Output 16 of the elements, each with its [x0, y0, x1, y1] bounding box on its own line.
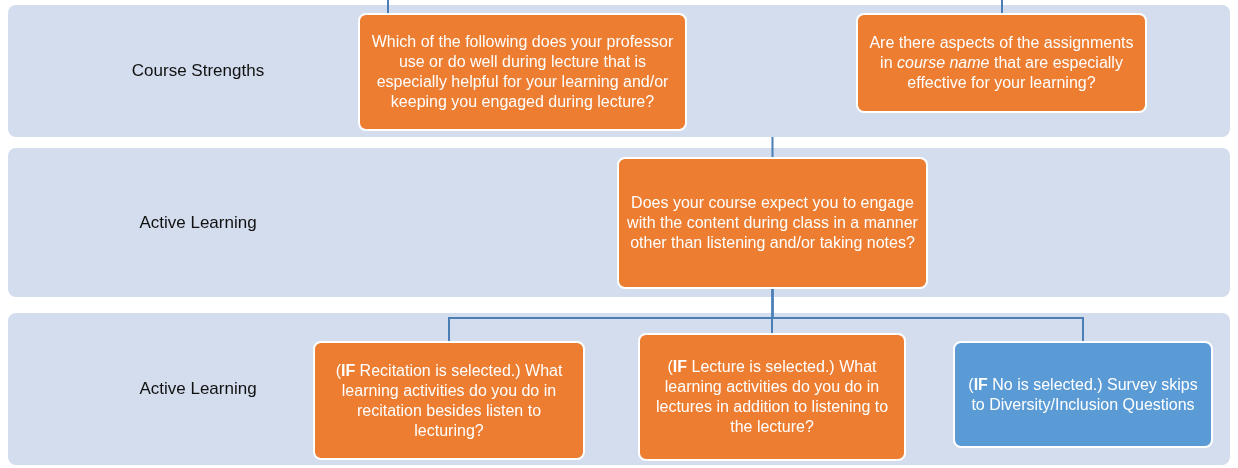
- row-heading: Active Learning: [138, 378, 258, 401]
- row-band: [8, 148, 1230, 297]
- row-heading: Course Strengths: [130, 60, 266, 83]
- question-box: Which of the following does your professor use or do well during lecture that is especially helpful for your learning and/or keeping you engaged during lecture?: [358, 13, 687, 131]
- question-box: (IF No is selected.) Survey skips to Diversity/Inclusion Questions: [953, 341, 1213, 448]
- row-band: [8, 313, 1230, 465]
- question-box: Does your course expect you to engage with the content during class in a manner other than listening and/or taking notes?: [617, 157, 928, 289]
- connector-line: [387, 0, 389, 14]
- row-heading: Active Learning: [138, 211, 258, 234]
- connector-line: [1001, 0, 1003, 14]
- connector-line: [771, 136, 774, 158]
- question-box: (IF Recitation is selected.) What learning activities do you do in recitation besides listen to lecturing?: [313, 341, 585, 460]
- question-box: (IF Lecture is selected.) What learning activities do you do in lectures in addition to listening to the lecture?: [638, 333, 906, 461]
- question-box: Are there aspects of the assignments in course name that are especially effective for your learning?: [856, 13, 1147, 113]
- row-band: [8, 5, 1230, 137]
- connector-line: [771, 288, 1084, 342]
